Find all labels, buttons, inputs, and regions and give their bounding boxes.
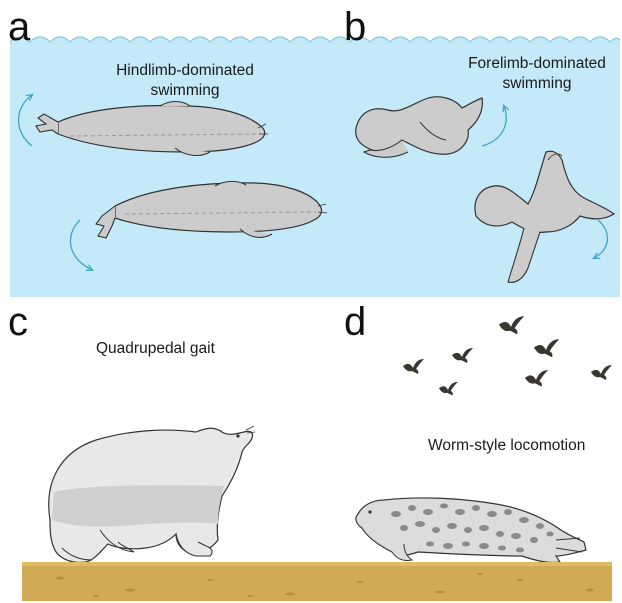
panel-letter-d: d xyxy=(344,300,366,344)
panel-a-caption-line-1: Hindlimb-dominated xyxy=(116,62,254,79)
panel-c-caption: Quadrupedal gait xyxy=(96,340,216,357)
bird-icon xyxy=(499,316,524,334)
bird-flock xyxy=(403,316,612,395)
panel-letter-b: b xyxy=(344,5,366,49)
panel-b-caption-line-1: Forelimb-dominated xyxy=(468,55,606,72)
ground-body xyxy=(22,566,612,601)
bird-icon xyxy=(439,382,458,396)
panel-c: c Quadrupedal gait xyxy=(8,300,255,563)
sandy-ground xyxy=(22,562,612,601)
panel-letter-c: c xyxy=(8,300,28,344)
harbor-seal-crawling xyxy=(356,498,586,563)
bird-icon xyxy=(525,370,548,387)
panel-letter-a: a xyxy=(8,5,31,49)
sea-lion-walking xyxy=(49,426,255,563)
panel-b-caption-line-2: swimming xyxy=(503,75,572,92)
bird-icon xyxy=(403,359,424,374)
panel-a-caption-line-2: swimming xyxy=(151,82,220,99)
panel-d-caption: Worm-style locomotion xyxy=(428,437,585,454)
bird-icon xyxy=(534,339,559,357)
bird-icon xyxy=(591,365,612,380)
bird-icon xyxy=(452,348,473,363)
panel-d: d Worm-style locomotion xyxy=(344,300,612,563)
